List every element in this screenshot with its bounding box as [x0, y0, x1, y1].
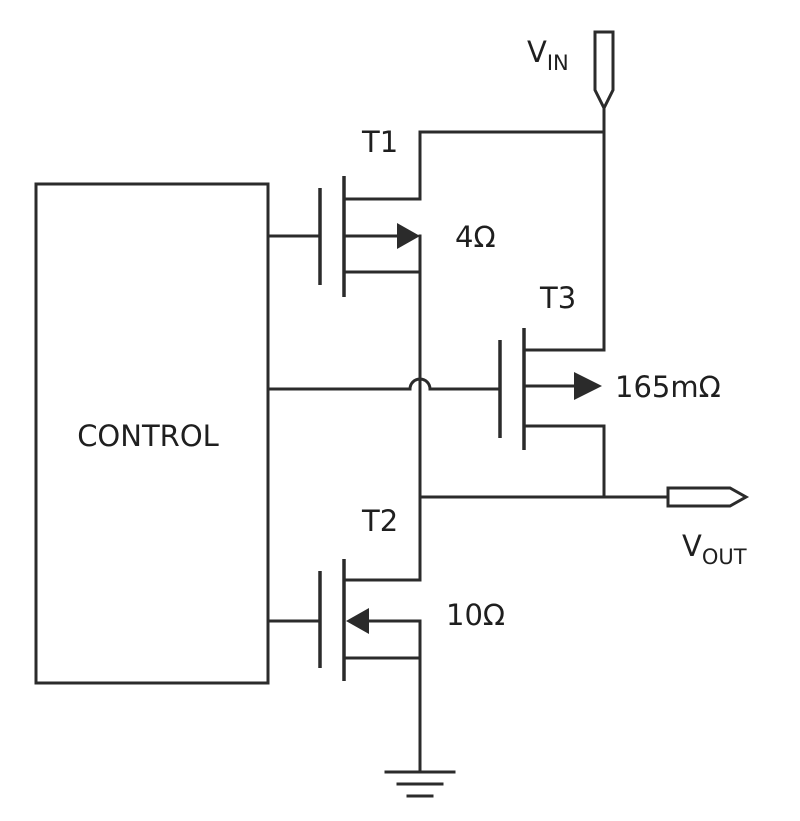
middle-node-wiring [266, 270, 670, 582]
t1-drain-wire [342, 130, 422, 201]
t2-body-arrow [346, 608, 369, 634]
control-block-box [34, 182, 270, 685]
vin-terminal: VIN [527, 30, 615, 112]
t1-resistance-label: 4Ω [455, 220, 496, 254]
control-label: CONTROL [77, 419, 219, 453]
vin-label: VIN [527, 35, 569, 75]
t2-resistance-label: 10Ω [446, 598, 505, 632]
control-block: CONTROL [34, 182, 270, 685]
vin-label-main: V [527, 35, 547, 69]
t2-body-wire [364, 619, 422, 660]
vout-terminal: VOUT [666, 486, 750, 569]
t1-label: T1 [361, 125, 398, 159]
t3-transistor: T3 165mΩ [498, 281, 721, 499]
t1-transistor: T1 4Ω [266, 125, 496, 297]
vout-label-main: V [682, 529, 702, 563]
vin-label-sub: IN [547, 51, 569, 75]
vout-connector-symbol [666, 486, 750, 508]
vout-label-sub: OUT [702, 545, 747, 569]
vin-connector-symbol [593, 30, 615, 112]
t3-body-arrow [574, 372, 602, 400]
t3-label: T3 [539, 281, 576, 315]
vin-rail [418, 106, 606, 352]
vout-label: VOUT [682, 529, 747, 569]
t3-resistance-label: 165mΩ [615, 370, 721, 404]
t2-source-wire [342, 656, 422, 774]
control-to-t3-gate-wire [266, 377, 502, 391]
ground-symbol-icon [384, 770, 456, 798]
t2-label: T2 [361, 504, 398, 538]
t3-source-wire [522, 424, 606, 499]
t2-transistor: T2 10Ω [266, 504, 505, 774]
t1-body-arrow [397, 223, 420, 249]
